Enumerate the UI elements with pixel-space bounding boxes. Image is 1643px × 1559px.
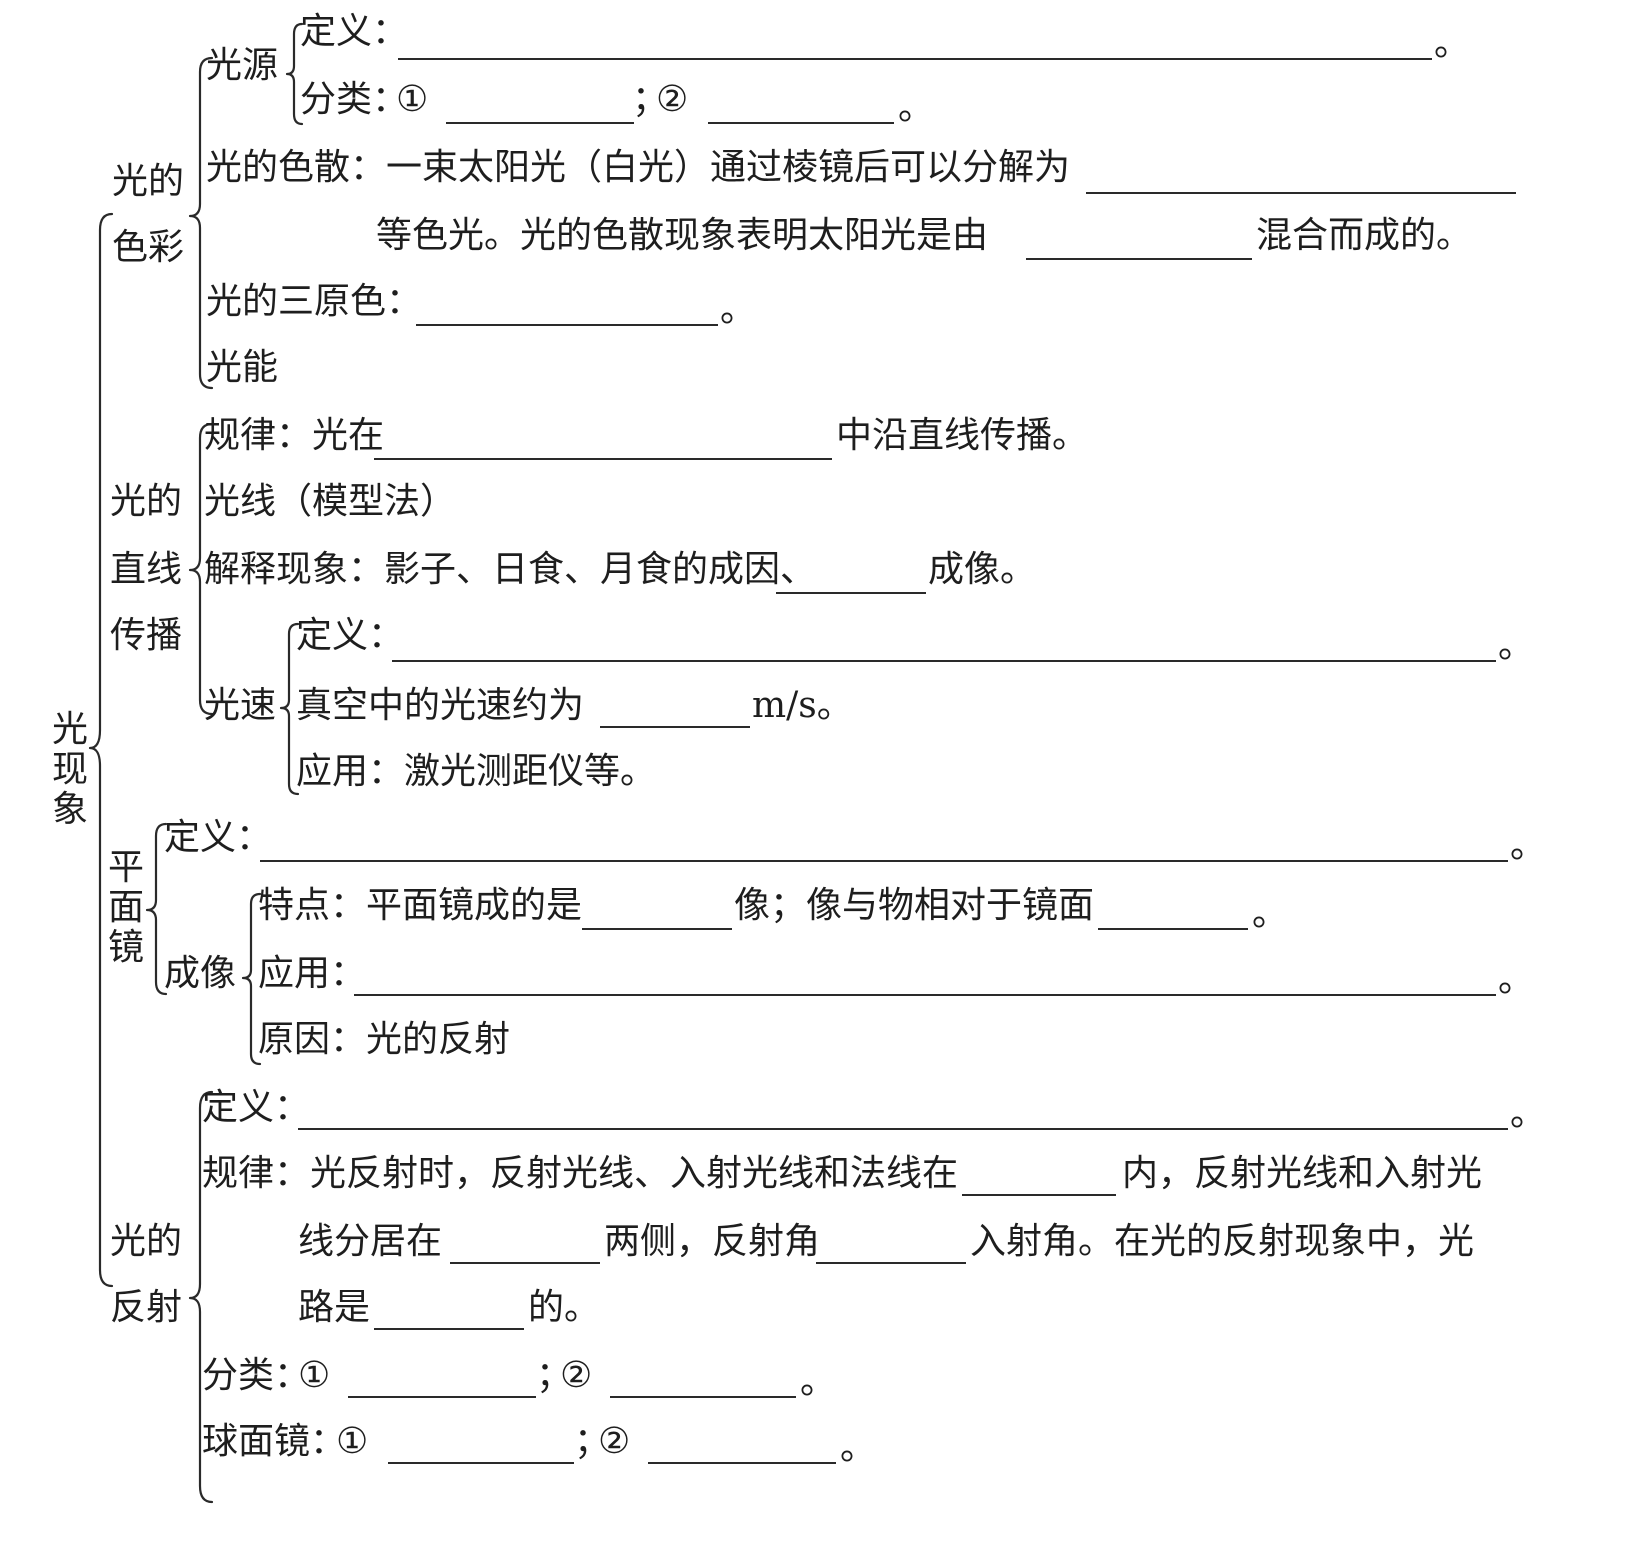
answer-blank[interactable] [450, 1262, 600, 1264]
section-title-propagation: 光的 [110, 481, 183, 522]
propagation-law: 规律：光在 [204, 415, 385, 456]
circled-one: ① [396, 79, 429, 120]
answer-blank[interactable] [374, 458, 832, 460]
circled-two: ② [560, 1355, 593, 1396]
answer-blank[interactable] [776, 592, 926, 594]
label-definition: 定义： [164, 817, 273, 858]
answer-blank[interactable] [416, 324, 718, 326]
section-title-propagation: 传播 [110, 615, 183, 656]
label-classification: 分类： [202, 1355, 311, 1396]
root-char: 光 [51, 709, 88, 750]
circled-two: ② [598, 1421, 631, 1462]
brace-mirror [145, 822, 168, 996]
explain-phenomena: 解释现象：影子、日食、月食的成因、 [204, 549, 817, 590]
section-title-reflection: 反射 [110, 1287, 183, 1328]
answer-blank[interactable] [1026, 258, 1252, 260]
label-light-ray: 光线（模型法） [204, 481, 457, 522]
dispersion-text: 混合而成的。 [1256, 215, 1473, 256]
answer-blank[interactable] [298, 1128, 1508, 1130]
answer-blank[interactable] [1086, 192, 1516, 194]
reflection-law: 入射角。在光的反射现象中，光 [970, 1221, 1475, 1262]
speed-application: 应用：激光测距仪等。 [296, 751, 657, 792]
brace-color [188, 56, 214, 390]
answer-blank[interactable] [648, 1462, 836, 1464]
period: 。 [898, 87, 935, 128]
circled-one: ① [336, 1421, 369, 1462]
imaging-cause: 原因：光的反射 [258, 1019, 511, 1060]
reflection-law: 线分居在 [298, 1221, 443, 1262]
semicolon: ； [632, 79, 669, 120]
answer-blank[interactable] [348, 1396, 536, 1398]
section-title-mirror: 面 [107, 887, 144, 928]
period: 。 [720, 289, 757, 330]
root-char: 现 [51, 749, 88, 790]
period: 。 [1498, 625, 1535, 666]
answer-blank[interactable] [354, 994, 1496, 996]
brace-root [88, 212, 114, 1288]
period: 。 [840, 1427, 877, 1468]
label-light-speed: 光速 [204, 685, 277, 726]
reflection-law: 规律：光反射时，反射光线、入射光线和法线在 [202, 1153, 959, 1194]
answer-blank[interactable] [446, 122, 634, 124]
reflection-law: 的。 [528, 1287, 601, 1328]
circled-two: ② [656, 79, 689, 120]
dispersion-text: 光的色散：一束太阳光（白光）通过棱镜后可以分解为 [206, 147, 1071, 188]
mirror-feature: 像；像与物相对于镜面 [734, 885, 1095, 926]
brace-propagation [188, 422, 214, 716]
answer-blank[interactable] [610, 1396, 796, 1398]
period: 。 [1434, 23, 1471, 64]
answer-blank[interactable] [398, 58, 1432, 60]
label-spherical-mirror: 球面镜： [202, 1421, 347, 1462]
brace-reflection [188, 1090, 214, 1504]
period: 。 [1252, 893, 1289, 934]
vacuum-speed-unit: m/s。 [752, 685, 853, 726]
root-char: 象 [51, 789, 88, 830]
answer-blank[interactable] [600, 726, 750, 728]
mirror-feature: 特点：平面镜成的是 [258, 885, 583, 926]
label-classification: 分类： [300, 79, 409, 120]
label-imaging: 成像 [164, 953, 237, 994]
answer-blank[interactable] [962, 1194, 1116, 1196]
answer-blank[interactable] [708, 122, 894, 124]
answer-blank[interactable] [374, 1328, 524, 1330]
label-light-source: 光源 [206, 45, 279, 86]
period: 。 [1498, 959, 1535, 1000]
answer-blank[interactable] [388, 1462, 574, 1464]
answer-blank[interactable] [1098, 928, 1248, 930]
answer-blank[interactable] [816, 1262, 966, 1264]
label-definition: 定义： [300, 11, 409, 52]
label-application: 应用： [258, 953, 367, 994]
brace-imaging [241, 892, 262, 1066]
label-definition: 定义： [296, 615, 405, 656]
label-definition: 定义： [202, 1087, 311, 1128]
label-light-energy: 光能 [206, 347, 279, 388]
section-title-mirror: 平 [107, 847, 144, 888]
semicolon: ； [574, 1421, 611, 1462]
label-primary-colors: 光的三原色： [206, 281, 423, 322]
section-title-mirror: 镜 [107, 927, 144, 968]
brace-speed [279, 622, 300, 796]
vacuum-speed: 真空中的光速约为 [296, 685, 585, 726]
dispersion-text: 等色光。光的色散现象表明太阳光是由 [376, 215, 989, 256]
answer-blank[interactable] [392, 660, 1496, 662]
answer-blank[interactable] [582, 928, 732, 930]
section-title-reflection: 光的 [110, 1221, 183, 1262]
section-title-propagation: 直线 [110, 549, 183, 590]
reflection-law: 内，反射光线和入射光 [1122, 1153, 1483, 1194]
section-title-color: 色彩 [112, 227, 185, 268]
section-title-color: 光的 [112, 161, 185, 202]
period: 。 [1510, 825, 1547, 866]
semicolon: ； [536, 1355, 573, 1396]
period: 。 [1510, 1093, 1547, 1134]
answer-blank[interactable] [260, 860, 1508, 862]
reflection-law: 两侧，反射角 [604, 1221, 821, 1262]
propagation-law: 中沿直线传播。 [836, 415, 1089, 456]
period: 。 [800, 1361, 837, 1402]
brace-source [285, 22, 304, 126]
circled-one: ① [298, 1355, 331, 1396]
reflection-law: 路是 [298, 1287, 371, 1328]
explain-phenomena: 成像。 [928, 549, 1037, 590]
